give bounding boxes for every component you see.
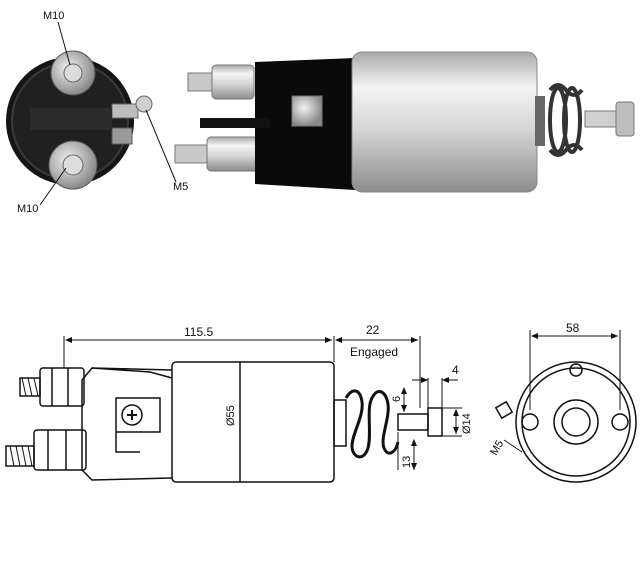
photo-end-view	[6, 21, 177, 206]
label-m10-bottom: M10	[17, 203, 38, 215]
label-m5: M5	[173, 181, 188, 193]
return-spring	[548, 83, 584, 157]
dim-end-width: 58	[566, 321, 580, 335]
photo-side-view	[174, 51, 635, 193]
dim-body-length: 115.5	[184, 325, 213, 339]
drawing-side-view	[5, 336, 462, 483]
label-m10-top: M10	[43, 10, 64, 22]
small-stud	[291, 95, 323, 127]
end-view-outer	[515, 361, 637, 483]
drawing-body	[171, 361, 335, 483]
drawing-end-view	[494, 330, 637, 483]
dim-stud-thread: M5	[488, 438, 506, 457]
drawing-plunger	[397, 413, 429, 431]
dim-stroke-note: Engaged	[350, 345, 398, 359]
metal-body	[351, 51, 538, 193]
end-view-hole-left	[521, 413, 539, 431]
dim-spring-offset: 6	[391, 396, 403, 402]
dim-stroke-length: 22	[366, 323, 380, 337]
small-terminal	[111, 103, 139, 119]
drawing-spring	[333, 389, 400, 459]
end-view-hole-right	[611, 413, 629, 431]
dim-plunger-length: 13	[401, 456, 413, 468]
dim-plunger-diameter: Ø14	[461, 413, 473, 434]
end-view-center	[553, 399, 599, 445]
plunger-shaft	[584, 110, 620, 128]
dim-body-diameter: Ø55	[225, 405, 237, 426]
dim-plunger-offset: 4	[452, 363, 459, 377]
end-view-stud	[494, 400, 514, 420]
drawing-small-terminal	[115, 397, 161, 433]
